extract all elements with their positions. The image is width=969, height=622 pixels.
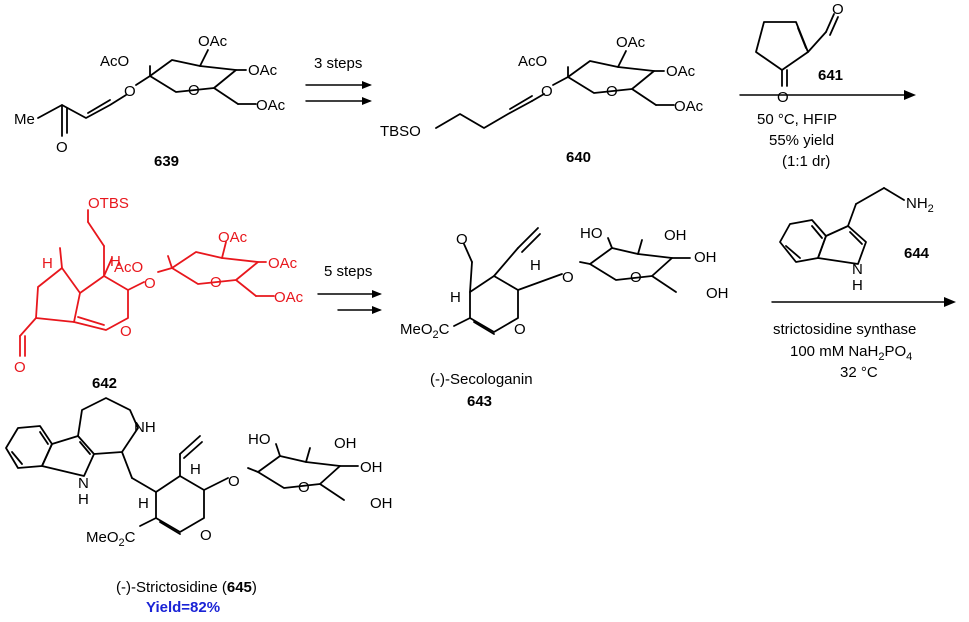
c642-o-ket-label: O [14, 359, 26, 376]
c639-o-gly-label: O [124, 83, 136, 100]
compound-640: TBSO O AcO OAc OAc OAc O 640 [380, 34, 704, 166]
c644-n-label: N [852, 261, 863, 278]
c642-aco-label: AcO [114, 259, 143, 276]
c645-nh-ind-h-label: H [78, 491, 89, 508]
c644-nh2-label: NH2 [906, 195, 934, 215]
arrow4-condition-1: strictosidine synthase [773, 321, 916, 338]
compound-639: Me O O AcO OAc OAc OAc O 639 [14, 33, 286, 170]
c643-oh1-label: OH [664, 227, 687, 244]
c642-number: 642 [92, 375, 117, 392]
c643-o-ald-label: O [456, 231, 468, 248]
arrow-5-steps: 5 steps [317, 263, 382, 314]
c643-o-pyran-label: O [514, 321, 526, 338]
arrow2-condition-1: 50 °C, HFIP [757, 111, 837, 128]
arrow3-above-label: 5 steps [324, 263, 372, 280]
compound-644: NH2 N H 644 [779, 187, 934, 294]
arrow4-condition-3: 32 °C [840, 364, 878, 381]
arrow2-condition-3: (1:1 dr) [782, 153, 830, 170]
c645-oh3-label: OH [370, 495, 393, 512]
c644-n-h-label: H [852, 277, 863, 294]
c645-oh2-label: OH [360, 459, 383, 476]
c645-nh-top-label: NH [134, 419, 156, 436]
c639-oac1-label: OAc [198, 33, 228, 50]
arrow-3-steps: 3 steps [305, 55, 372, 105]
c643-h1-label: H [450, 289, 461, 306]
c645-name-label: (-)-Strictosidine (645) [116, 579, 257, 596]
c642-h1-label: H [42, 255, 53, 272]
c645-yield-label: Yield=82% [146, 599, 220, 616]
c642-oac1-label: OAc [218, 229, 248, 246]
c645-nh-ind-label: N [78, 475, 89, 492]
c640-o-gly-label: O [541, 83, 553, 100]
c641-number: 641 [818, 67, 843, 84]
arrow-cycloaddition: 50 °C, HFIP 55% yield (1:1 dr) [739, 90, 916, 170]
arrow4-condition-2: 100 mM NaH2PO4 [790, 343, 912, 363]
c644-number: 644 [904, 245, 930, 262]
arrow2-condition-2: 55% yield [769, 132, 834, 149]
arrow-enzymatic: strictosidine synthase 100 mM NaH2PO4 32… [771, 297, 956, 381]
c642-oac2-label: OAc [268, 255, 298, 272]
c639-o-ring-label: O [188, 82, 200, 99]
c640-number: 640 [566, 149, 591, 166]
c639-aco-label: AcO [100, 53, 129, 70]
c642-oac3-label: OAc [274, 289, 304, 306]
c645-o-ring-label: O [298, 479, 310, 496]
compound-641: O O 641 [755, 1, 844, 106]
c640-o-ring-label: O [606, 83, 618, 100]
c639-me-label: Me [14, 111, 35, 128]
c640-tbso-label: TBSO [380, 123, 421, 140]
c640-aco-label: AcO [518, 53, 547, 70]
c645-oh1-label: OH [334, 435, 357, 452]
c643-oh3-label: OH [706, 285, 729, 302]
c645-meo2c-label: MeO2C [86, 529, 136, 549]
c641-o-ket-label: O [777, 89, 789, 106]
c642-otbs-label: OTBS [88, 195, 129, 212]
c643-oh2-label: OH [694, 249, 717, 266]
c643-number: 643 [467, 393, 492, 410]
c639-number: 639 [154, 153, 179, 170]
c643-name-label: (-)-Secologanin [430, 371, 533, 388]
c639-oac3-label: OAc [256, 97, 286, 114]
c639-o-label: O [56, 139, 68, 156]
compound-642: OTBS H H AcO OAc OAc OAc O O O O 642 [14, 195, 304, 392]
c642-h2-label: H [110, 253, 121, 270]
c640-oac3-label: OAc [674, 98, 704, 115]
c645-h1-label: H [138, 495, 149, 512]
c642-o-pyran-label: O [120, 323, 132, 340]
c640-oac1-label: OAc [616, 34, 646, 51]
c645-o-gly-label: O [228, 473, 240, 490]
c645-o-pyran-label: O [200, 527, 212, 544]
c641-o-ald-label: O [832, 1, 844, 18]
c643-o-gly-label: O [562, 269, 574, 286]
compound-643: O H H MeO2C O O O HO OH OH OH (-)-Secolo… [400, 225, 729, 410]
c642-o-ring-label: O [210, 274, 222, 291]
c643-meo2c-label: MeO2C [400, 321, 450, 341]
c639-oac2-label: OAc [248, 62, 278, 79]
arrow1-above-label: 3 steps [314, 55, 362, 72]
c640-oac2-label: OAc [666, 63, 696, 80]
c645-ho-label: HO [248, 431, 271, 448]
c643-h2-label: H [530, 257, 541, 274]
compound-645: NH N H H H MeO2C O O O HO OH OH OH (-)-S… [5, 397, 393, 616]
c643-ho-label: HO [580, 225, 603, 242]
c642-o-gly-label: O [144, 275, 156, 292]
c643-o-ring-label: O [630, 269, 642, 286]
c645-h2-label: H [190, 461, 201, 478]
